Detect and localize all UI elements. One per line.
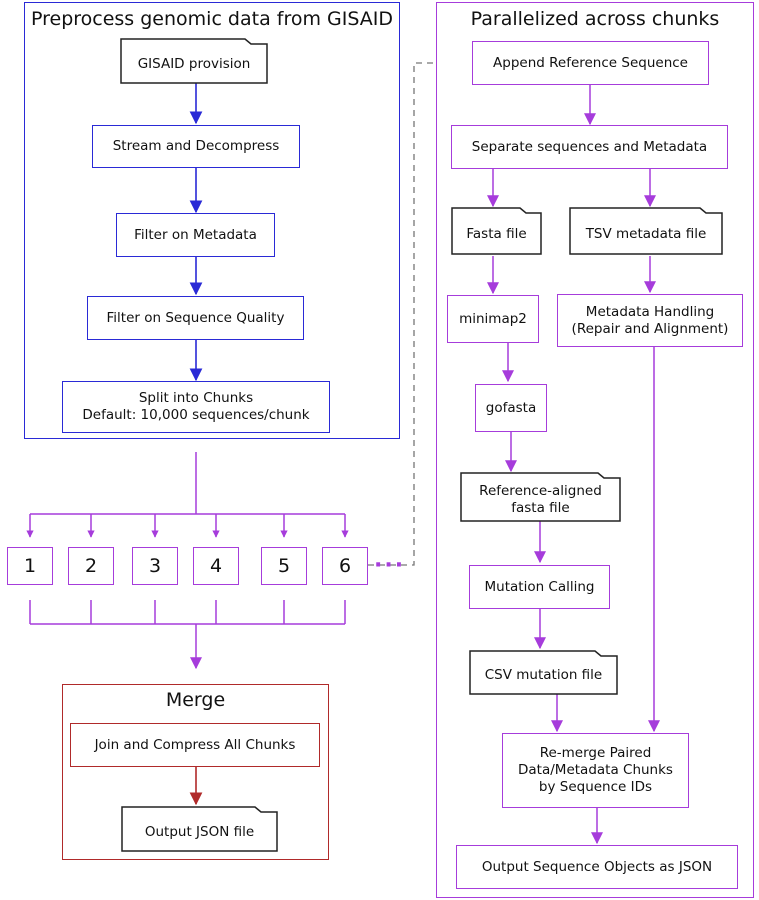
gisaid-provision-label: GISAID provision (137, 55, 251, 72)
output-objects-label: Output Sequence Objects as JSON (481, 858, 713, 875)
separate-step: Separate sequences and Metadata (451, 125, 728, 169)
metadata-handling-label: Metadata Handling (585, 303, 715, 320)
reference-aligned-label: Reference-aligned (479, 483, 602, 500)
fasta-file: Fasta file (451, 207, 542, 255)
filter-quality-step: Filter on Sequence Quality (87, 296, 304, 340)
tsv-metadata-file: TSV metadata file (569, 207, 723, 255)
fasta-file-label: Fasta file (466, 225, 527, 242)
merge-frame: Merge (62, 684, 329, 860)
mutation-calling-label: Mutation Calling (484, 578, 595, 595)
chunk-5: 5 (261, 547, 307, 585)
remerge-sublabel-2: by Sequence IDs (538, 778, 653, 795)
gisaid-provision-file: GISAID provision (120, 38, 268, 84)
file-icon (469, 650, 618, 695)
csv-mutation-file: CSV mutation file (469, 650, 618, 695)
file-icon (120, 38, 268, 84)
preprocess-title: Preprocess genomic data from GISAID (30, 8, 393, 30)
file-icon (451, 207, 542, 255)
output-objects-step: Output Sequence Objects as JSON (456, 845, 738, 889)
reference-aligned-sublabel: fasta file (511, 500, 570, 516)
reference-aligned-text: Reference-aligned fasta file (473, 477, 608, 517)
parallel-frame: Parallelized across chunks (436, 2, 754, 898)
split-chunks-label: Split into Chunks (138, 390, 254, 407)
dashed-link (368, 62, 436, 566)
csv-mutation-label: CSV mutation file (484, 667, 603, 684)
remerge-step: Re-merge Paired Data/Metadata Chunks by … (502, 733, 689, 808)
file-icon (460, 472, 621, 522)
parallel-title: Parallelized across chunks (470, 8, 720, 30)
filter-metadata-step: Filter on Metadata (116, 213, 275, 257)
metadata-handling-sublabel: (Repair and Alignment) (571, 320, 729, 337)
preprocess-frame: Preprocess genomic data from GISAID (24, 2, 400, 439)
minimap2-label: minimap2 (459, 310, 527, 327)
tsv-metadata-label: TSV metadata file (585, 225, 707, 242)
separate-label: Separate sequences and Metadata (471, 138, 708, 155)
mutation-calling-step: Mutation Calling (469, 565, 610, 609)
chunk-2: 2 (68, 547, 114, 585)
chunk-4: 4 (193, 547, 239, 585)
reference-aligned-file: Reference-aligned fasta file (460, 472, 621, 522)
output-json-file: Output JSON file (121, 806, 278, 852)
join-compress-step: Join and Compress All Chunks (70, 723, 320, 767)
file-icon (121, 806, 278, 852)
split-chunks-step: Split into Chunks Default: 10,000 sequen… (62, 381, 330, 433)
append-reference-label: Append Reference Sequence (493, 54, 688, 71)
chunk-6: 6 (322, 547, 368, 585)
filter-metadata-label: Filter on Metadata (134, 226, 257, 243)
minimap2-step: minimap2 (447, 295, 539, 343)
split-chunks-default: Default: 10,000 sequences/chunk (82, 407, 310, 423)
merge-title: Merge (165, 689, 226, 711)
remerge-label: Re-merge Paired (539, 745, 652, 762)
filter-quality-label: Filter on Sequence Quality (106, 309, 285, 326)
metadata-handling-step: Metadata Handling (Repair and Alignment) (557, 294, 743, 347)
gofasta-label: gofasta (485, 399, 537, 416)
file-icon (569, 207, 723, 255)
gofasta-step: gofasta (475, 384, 547, 432)
chunk-ellipsis: ··· (374, 553, 406, 578)
stream-decompress-label: Stream and Decompress (112, 138, 280, 155)
remerge-sublabel: Data/Metadata Chunks (518, 762, 673, 779)
append-reference-step: Append Reference Sequence (472, 41, 709, 85)
stream-decompress-step: Stream and Decompress (92, 125, 300, 168)
output-json-label: Output JSON file (144, 823, 255, 840)
join-compress-label: Join and Compress All Chunks (94, 736, 296, 753)
chunk-3: 3 (132, 547, 178, 585)
chunk-1: 1 (7, 547, 53, 585)
